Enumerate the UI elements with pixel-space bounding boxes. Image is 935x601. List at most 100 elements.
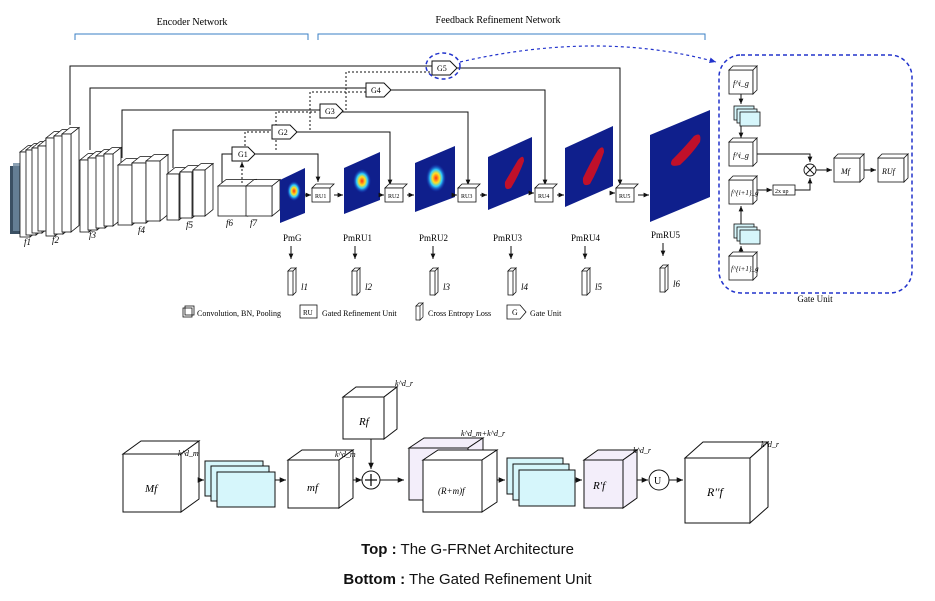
- architecture-svg: Encoder Network Feedback Refinement Netw…: [10, 15, 913, 321]
- ru-box-5-label: RU5: [619, 194, 630, 200]
- m-f-dim: k^d_m: [335, 450, 356, 459]
- gate-g5-label: G5: [437, 64, 447, 73]
- pm-label-2: PmRU2: [419, 233, 448, 243]
- architecture-diagram: Encoder Network Feedback Refinement Netw…: [10, 15, 913, 321]
- encoder-bracket: [74, 33, 309, 40]
- ru-box-3: RU3: [457, 183, 481, 203]
- conv-stack-1: [204, 460, 276, 508]
- pm-label-1: PmRU1: [343, 233, 372, 243]
- encoder-slab: [103, 153, 114, 227]
- encoder-stacks: [18, 126, 282, 238]
- mf-dim: k^d_m: [178, 449, 199, 458]
- cube-m-f: mf k^d_m: [286, 449, 356, 509]
- heatmap-pm-ru5: [650, 110, 710, 222]
- heatmap-pm-ru1: [344, 152, 380, 214]
- pm-label-0: PmG: [283, 233, 302, 243]
- feature-label-f2: f2: [52, 235, 60, 245]
- caption-top: Top : The G-FRNet Architecture: [0, 541, 935, 558]
- cube-rprime: R'f k^d_r: [582, 446, 652, 509]
- pm-label-5: PmRU5: [651, 230, 681, 240]
- feature-label-f6: f6: [226, 218, 234, 228]
- encoder-slab-side: [204, 162, 214, 217]
- encoder-slab: [117, 164, 133, 226]
- gate-g3-label: G3: [325, 107, 335, 116]
- cube-rdouble: R''f k^d_r: [683, 440, 780, 525]
- feature-label-f4: f4: [138, 225, 146, 235]
- legend-loss-text: Cross Entropy Loss: [428, 309, 491, 318]
- cube-mf: Mf k^d_m: [121, 440, 201, 513]
- encoder-title: Encoder Network: [157, 17, 228, 28]
- caption-top-text: The G-FRNet Architecture: [400, 541, 574, 558]
- gate-unit-ru-label: RUf: [881, 167, 897, 176]
- gate-g1: G1: [231, 146, 256, 162]
- encoder-slab-side: [271, 178, 281, 217]
- feedback-title: Feedback Refinement Network: [436, 15, 561, 26]
- skip-connections: [69, 65, 623, 185]
- rprime-dim: k^d_r: [633, 446, 652, 455]
- gate-g3: G3: [319, 103, 344, 119]
- gate-unit-mf-label: Mf: [840, 167, 852, 176]
- encoder-slab: [217, 185, 249, 217]
- ru-box-3-label: RU3: [461, 194, 472, 200]
- ru-box-4: RU4: [534, 183, 558, 203]
- legend-conv-icon: [182, 307, 193, 318]
- encoder-slab: [166, 173, 180, 221]
- u-label: U: [654, 476, 662, 487]
- loss-bars: [287, 264, 669, 296]
- feedback-bracket: [317, 33, 706, 40]
- ru-box-2-label: RU2: [388, 194, 399, 200]
- gate-unit-fg-label: f^i_g: [733, 79, 749, 88]
- legend: Convolution, BN, Pooling RU Gated Refine…: [182, 302, 562, 321]
- caption-bottom: Bottom : The Gated Refinement Unit: [0, 571, 935, 588]
- encoder-slab: [145, 160, 161, 222]
- pm-label-3: PmRU3: [493, 233, 523, 243]
- ru-box-4-label: RU4: [538, 194, 549, 200]
- legend-ru-text: Gated Refinement Unit: [322, 309, 397, 318]
- caption-bottom-text: The Gated Refinement Unit: [408, 571, 592, 588]
- legend-ru-icon: [299, 304, 318, 319]
- gate-g2: G2: [271, 124, 298, 140]
- encoder-slab-side: [70, 126, 80, 233]
- refinement-unit-svg: Mf k^d_m mf k^d_m Rf k^d_r (R+m)f k^d: [121, 379, 780, 525]
- heatmap-pm-ru3: [488, 137, 532, 210]
- caption-bottom-bold: Bottom :: [343, 571, 406, 588]
- mf-label: Mf: [144, 483, 159, 495]
- legend-conv-text: Convolution, BN, Pooling: [197, 309, 281, 318]
- gate-g4: G4: [365, 82, 392, 98]
- encoder-slab: [192, 169, 206, 217]
- feature-label-f3: f3: [89, 230, 97, 240]
- encoder-slab: [61, 133, 72, 233]
- rprime-label: R'f: [592, 480, 607, 492]
- gate-feedback-lines: [239, 71, 432, 183]
- rdouble-dim: k^d_r: [761, 440, 780, 449]
- rdouble-label: R''f: [706, 485, 724, 499]
- ru-box-5: RU5: [615, 183, 639, 203]
- gate-unit-fg-low-label: f^{i+1}_g: [731, 265, 759, 273]
- loss-label-4: l4: [521, 282, 529, 292]
- ru-box-1: RU1: [311, 183, 335, 203]
- heatmap-pm-g: [280, 168, 305, 223]
- gate-unit-fg2-label: f^i_g: [733, 151, 749, 160]
- feature-label-f1: f1: [24, 237, 31, 247]
- feature-label-f5: f5: [186, 220, 194, 230]
- gate-zoom-arrow: [459, 45, 717, 64]
- loss-label-6: l6: [673, 279, 681, 289]
- encoder-slab: [179, 171, 193, 219]
- flow-arrows: [305, 190, 649, 198]
- feature-label-f7: f7: [250, 218, 258, 228]
- loss-label-2: l2: [365, 282, 373, 292]
- gate-g5: G5: [431, 60, 458, 76]
- rf-label: Rf: [358, 416, 371, 428]
- legend-loss-icon: [415, 302, 424, 321]
- cube-rm: (R+m)f k^d_m+k^d_r: [407, 429, 506, 513]
- heatmap-pm-ru2: [415, 146, 455, 212]
- heatmap-pm-ru4: [565, 126, 613, 207]
- ru-box-1-label: RU1: [315, 194, 326, 200]
- legend-gate-icon: [506, 304, 527, 320]
- conv-stack-2: [506, 457, 576, 507]
- gate-g2-label: G2: [278, 128, 288, 137]
- legend-ru-box-text: RU: [303, 309, 313, 317]
- gate-g5-highlight: [425, 52, 461, 80]
- legend-gate-text: Gate Unit: [530, 309, 562, 318]
- rf-dim: k^d_r: [395, 379, 414, 388]
